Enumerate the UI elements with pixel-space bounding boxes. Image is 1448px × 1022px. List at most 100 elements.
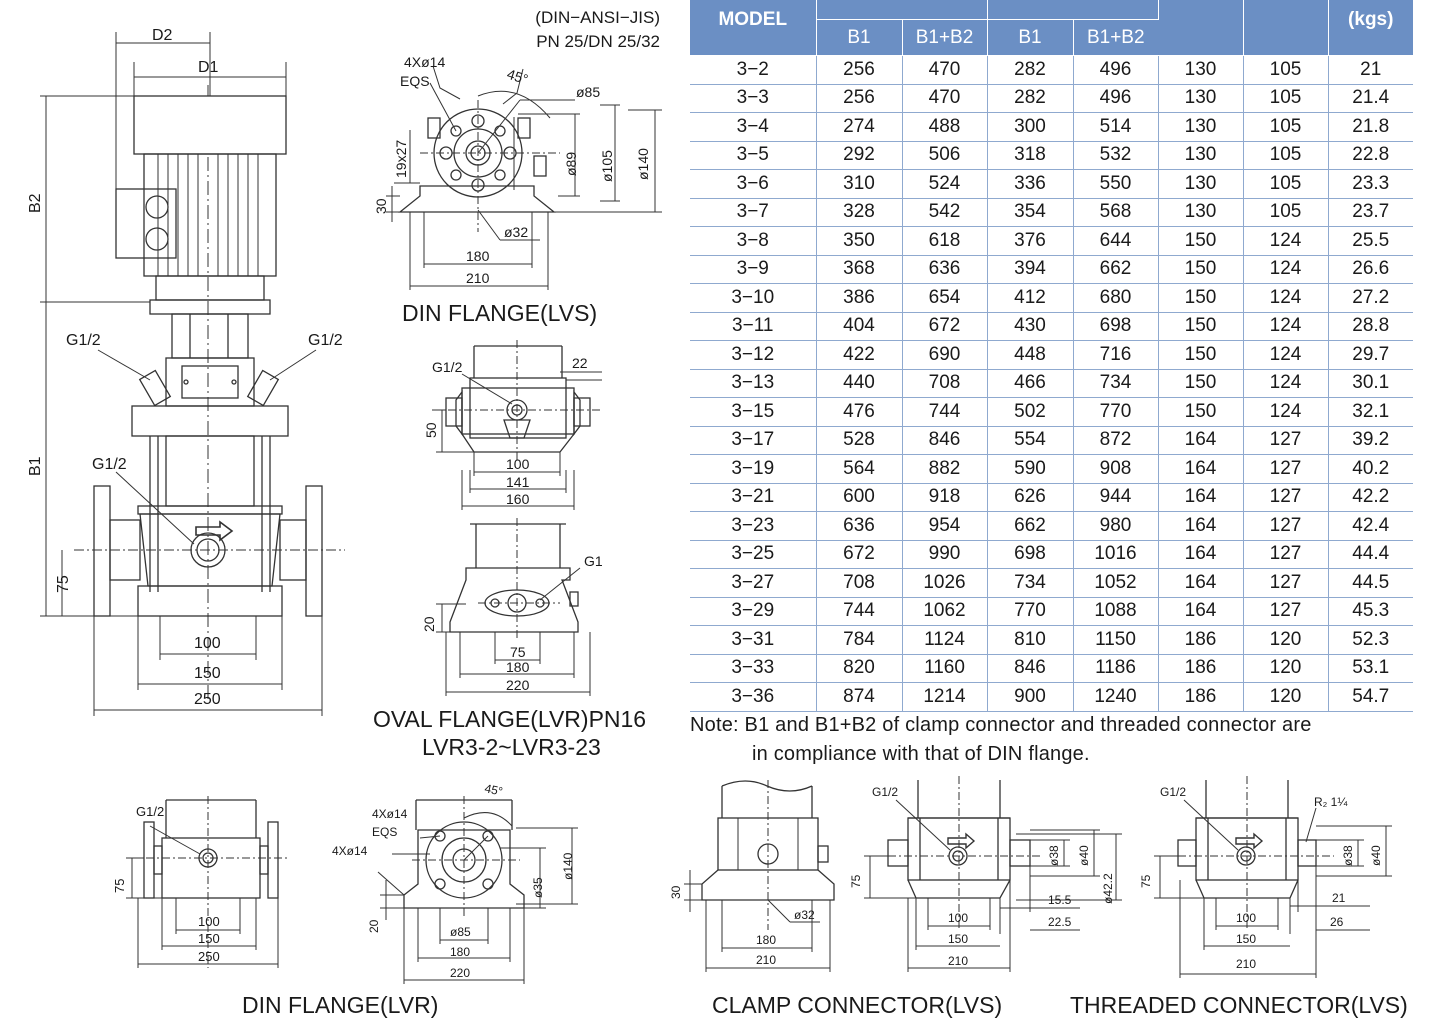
value-cell: 120 — [1243, 654, 1329, 683]
value-cell: 42.4 — [1328, 511, 1413, 541]
value-cell: 386 — [816, 283, 903, 313]
dim-d85: ø85 — [576, 84, 600, 100]
dim-w225: 22.5 — [1048, 915, 1072, 929]
value-cell: 716 — [1073, 340, 1159, 370]
value-cell: 23.3 — [1328, 169, 1413, 199]
dim-h75: 75 — [1139, 874, 1153, 888]
value-cell: 150 — [1158, 397, 1244, 427]
model-cell: 3−36 — [690, 682, 817, 712]
value-cell: 554 — [987, 426, 1074, 455]
dim-w100: 100 — [1236, 911, 1256, 925]
value-cell: 636 — [902, 255, 988, 284]
model-cell: 3−21 — [690, 483, 817, 512]
value-cell: 164 — [1158, 568, 1244, 598]
model-cell: 3−9 — [690, 255, 817, 284]
dim-d89: ø89 — [563, 152, 579, 176]
value-cell: 600 — [816, 483, 903, 512]
model-cell: 3−19 — [690, 454, 817, 484]
model-cell: 3−15 — [690, 397, 817, 427]
value-cell: 354 — [987, 198, 1074, 227]
value-cell: 30.1 — [1328, 369, 1413, 398]
value-cell: 40.2 — [1328, 454, 1413, 484]
value-cell: 918 — [902, 483, 988, 512]
value-cell: 944 — [1073, 483, 1159, 512]
value-cell: 734 — [1073, 369, 1159, 398]
value-cell: 680 — [1073, 283, 1159, 313]
header-row-2: B1 B1+B2 B1 B1+B2 — [690, 19, 1413, 56]
value-cell: 105 — [1243, 84, 1329, 113]
value-cell: 476 — [816, 397, 903, 427]
dim-w180: 180 — [506, 659, 530, 675]
dim-h30: 30 — [373, 198, 389, 214]
model-cell: 3−12 — [690, 340, 817, 370]
value-cell: 150 — [1158, 255, 1244, 284]
value-cell: 1160 — [902, 654, 988, 683]
label-eqs: EQS — [372, 825, 397, 839]
value-cell: 744 — [816, 597, 903, 626]
label-g-right: G1/2 — [308, 332, 343, 349]
value-cell: 980 — [1073, 511, 1159, 541]
dim-100: 100 — [194, 635, 221, 652]
value-cell: 54.7 — [1328, 682, 1413, 712]
dim-w26: 26 — [1330, 915, 1344, 929]
value-cell: 150 — [1158, 340, 1244, 370]
value-cell: 164 — [1158, 540, 1244, 569]
dim-slot: 19x27 — [393, 140, 409, 178]
dim-w210: 210 — [466, 270, 490, 286]
dim-d38: ø38 — [1341, 845, 1355, 866]
value-cell: 466 — [987, 369, 1074, 398]
value-cell: 186 — [1158, 682, 1244, 712]
label-bolts: 4Xø14 — [404, 54, 445, 70]
value-cell: 28.8 — [1328, 312, 1413, 341]
value-cell: 550 — [1073, 169, 1159, 199]
dim-w220: 220 — [450, 966, 470, 980]
value-cell: 1016 — [1073, 540, 1159, 569]
oval-top-view: G1/2 22 50 100 141 160 — [423, 340, 602, 510]
dim-d40: ø40 — [1369, 845, 1383, 866]
value-cell: 336 — [987, 169, 1074, 199]
note-line-1: Note: B1 and B1+B2 of clamp connector an… — [690, 714, 1312, 736]
dim-w150: 150 — [948, 932, 968, 946]
label-rz: R₂ 1¼ — [1314, 795, 1348, 809]
value-cell: 708 — [902, 369, 988, 398]
value-cell: 672 — [816, 540, 903, 569]
value-cell: 496 — [1073, 84, 1159, 113]
value-cell: 120 — [1243, 682, 1329, 712]
dim-75: 75 — [55, 575, 72, 593]
dim-d40: ø40 — [1077, 845, 1091, 866]
value-cell: 21 — [1328, 55, 1413, 85]
value-cell: 25.5 — [1328, 226, 1413, 256]
value-cell: 954 — [902, 511, 988, 541]
dim-d105: ø105 — [599, 150, 615, 182]
value-cell: 300 — [987, 112, 1074, 142]
value-cell: 127 — [1243, 568, 1329, 598]
value-cell: 528 — [816, 426, 903, 455]
value-cell: 662 — [1073, 255, 1159, 284]
value-cell: 105 — [1243, 55, 1329, 85]
value-cell: 448 — [987, 340, 1074, 370]
dim-b1: B1 — [27, 456, 44, 476]
model-cell: 3−5 — [690, 141, 817, 170]
label-angle: 45° — [505, 66, 530, 88]
dim-w180: 180 — [450, 945, 470, 959]
value-cell: 124 — [1243, 397, 1329, 427]
value-cell: 164 — [1158, 483, 1244, 512]
value-cell: 846 — [902, 426, 988, 455]
dim-d140: ø140 — [635, 148, 651, 180]
value-cell: 45.3 — [1328, 597, 1413, 626]
dim-w250: 250 — [198, 949, 220, 964]
caption-threaded-connector: THREADED CONNECTOR(LVS) — [1070, 992, 1408, 1018]
value-cell: 32.1 — [1328, 397, 1413, 427]
value-cell: 1124 — [902, 625, 988, 655]
header-weight: (kgs) — [1328, 0, 1413, 56]
value-cell: 44.4 — [1328, 540, 1413, 569]
dim-d32: ø32 — [504, 224, 528, 240]
dim-150: 150 — [194, 665, 221, 682]
